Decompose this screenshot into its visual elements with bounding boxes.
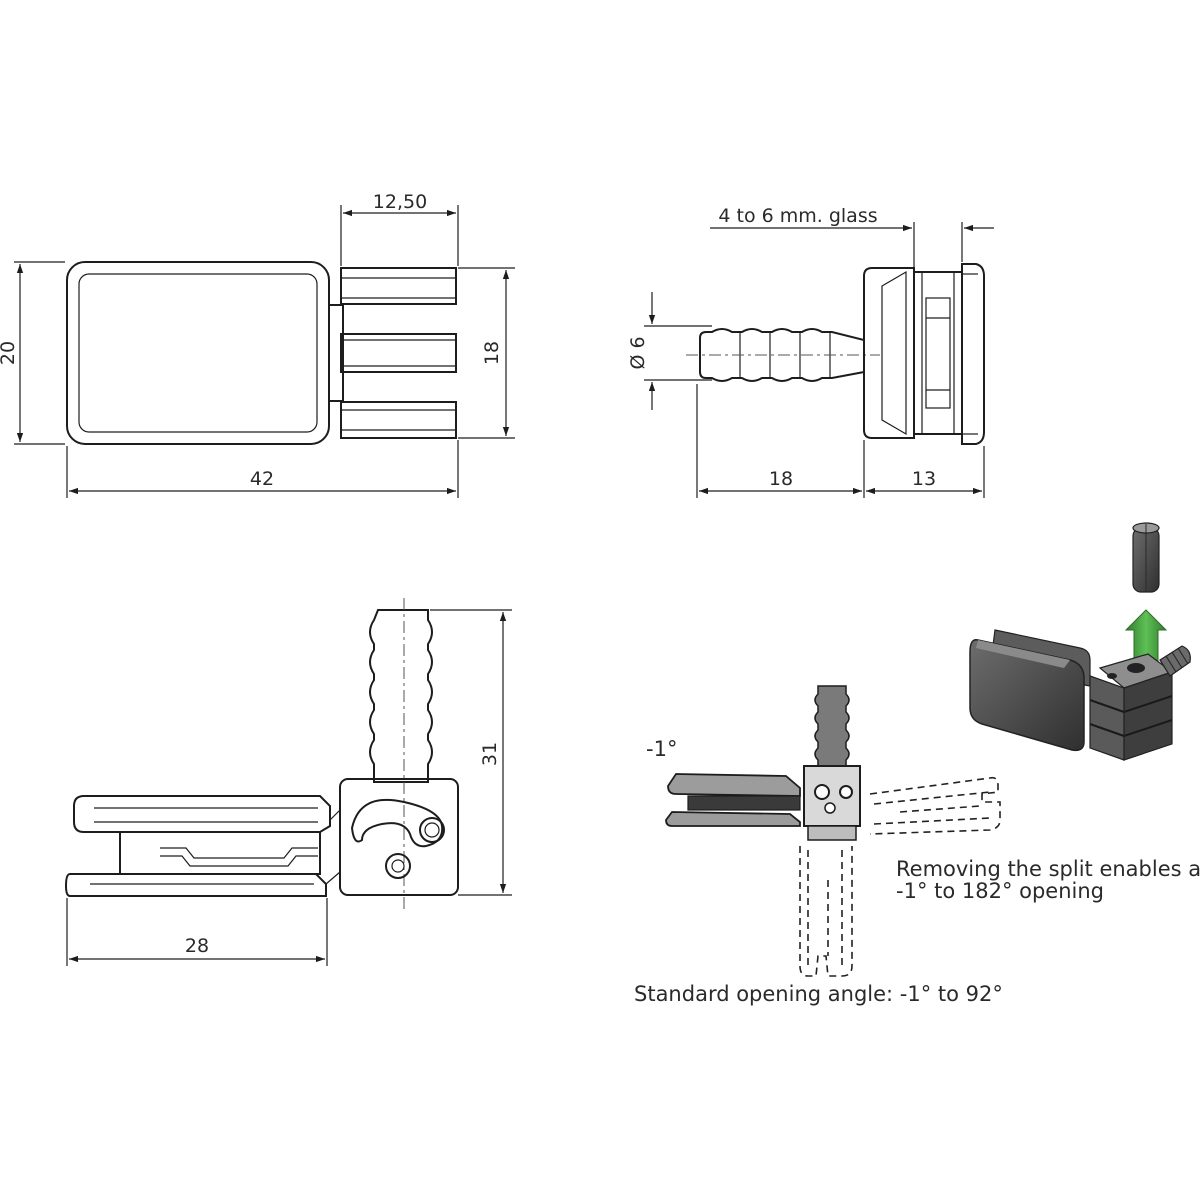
lower-plate (64, 873, 327, 897)
mini-clamp-left-bottom (665, 811, 801, 827)
dim-pin-length: 18 (769, 468, 793, 490)
hinge-block-3d (1089, 675, 1125, 761)
dim-total-length: 42 (250, 468, 274, 490)
opening-angle-diagram: -1° Removing the split enables a -1° to … (634, 685, 1200, 1006)
knuckle-bottom (340, 401, 457, 439)
removing-split-note: Removing the split enables a (896, 857, 1200, 881)
dim-front-width: 28 (185, 935, 209, 957)
side-view: 4 to 6 mm. glass Ø 6 18 13 (627, 205, 994, 498)
mini-clamp-left-top (667, 773, 801, 797)
top-view: 12,50 20 18 42 (0, 191, 515, 498)
product-3d-view (969, 522, 1191, 761)
dim-head-height: 18 (481, 341, 503, 365)
ribbed-pin-vertical (369, 609, 433, 783)
clamp-plate-3d (969, 639, 1085, 752)
slot-cutout (350, 798, 444, 848)
clamp-cap (961, 263, 985, 445)
front-view: 31 28 (64, 598, 512, 966)
clamp-plate-inner (78, 273, 318, 433)
dim-head-width: 12,50 (373, 191, 427, 213)
clamp-plate-outline (66, 261, 330, 445)
dim-total-height: 20 (0, 341, 19, 365)
angle-min-label: -1° (646, 737, 677, 761)
standard-angle-note: Standard opening angle: -1° to 92° (634, 982, 1003, 1006)
dim-front-height: 31 (479, 742, 501, 766)
dim-pin-diameter: Ø 6 (627, 336, 649, 369)
mini-clamp-right (869, 776, 1001, 835)
mini-pin (814, 685, 850, 769)
dim-clamp-length: 13 (912, 468, 936, 490)
hinge-block (339, 778, 459, 896)
upper-plate (73, 795, 331, 833)
extended-range-note: -1° to 182° opening (896, 879, 1104, 903)
threaded-stub (1159, 645, 1191, 677)
dim-glass-thickness: 4 to 6 mm. glass (718, 205, 877, 227)
mini-clamp-down (799, 846, 853, 977)
clamp-body (863, 267, 915, 439)
